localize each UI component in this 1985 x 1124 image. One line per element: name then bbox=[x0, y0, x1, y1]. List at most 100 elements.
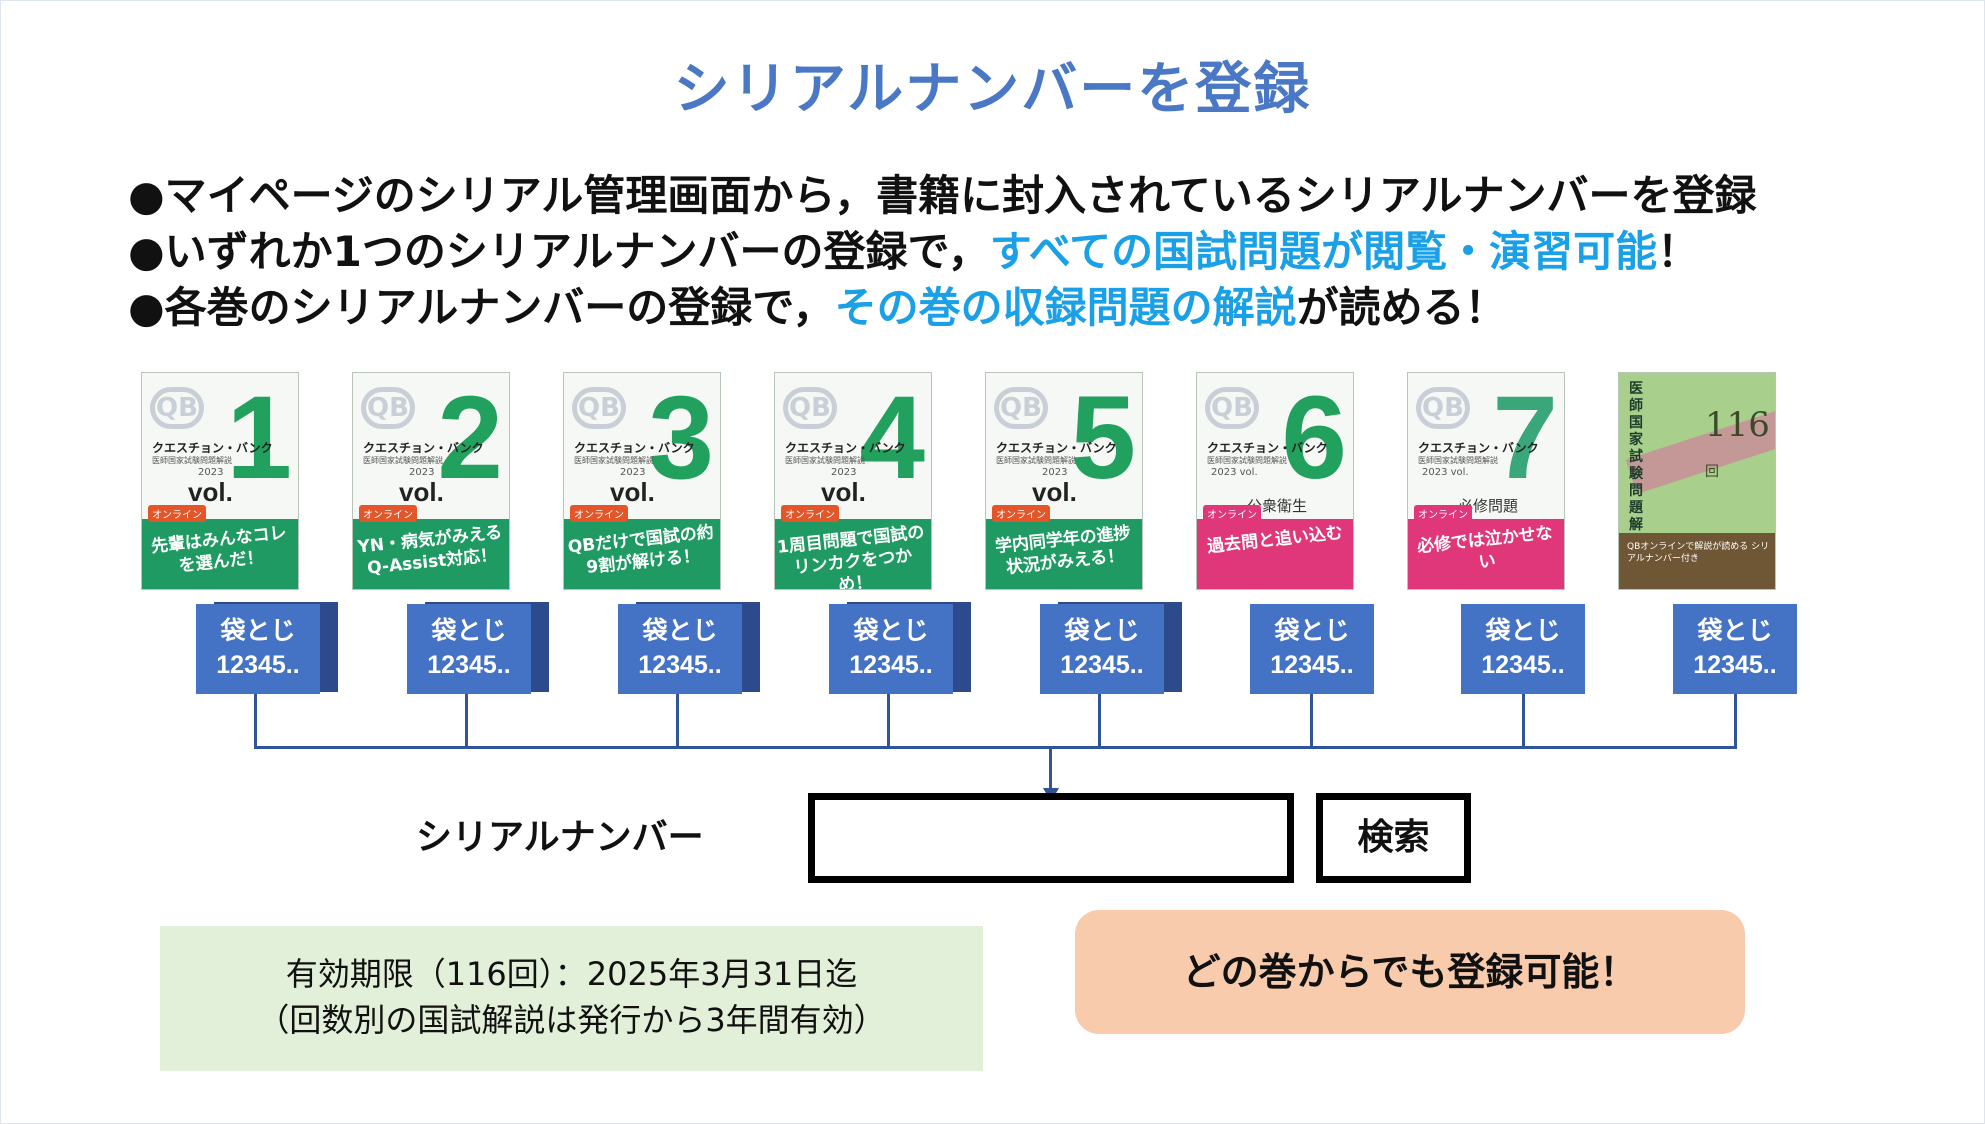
volume-topic: 必修問題 bbox=[1458, 497, 1519, 515]
book-cover-vol5: QB 5 クエスチョン・バンク 医師国家試験問題解説 2023 vol. オンラ… bbox=[985, 372, 1143, 590]
cover-band bbox=[1197, 519, 1353, 589]
edition-year: 2023 bbox=[1042, 467, 1068, 478]
book-cover-vol1: QB 1 クエスチョン・バンク 医師国家試験問題解説 2023 vol. オンラ… bbox=[141, 372, 299, 590]
bullet-list: ●マイページのシリアル管理画面から，書籍に封入されているシリアルナンバーを登録 … bbox=[128, 168, 1756, 336]
cover-band bbox=[353, 519, 509, 589]
qb-logo: QB bbox=[150, 387, 204, 429]
edition-year: 2023 vol. bbox=[1422, 467, 1469, 478]
series-subtitle: 医師国家試験問題解説 bbox=[1418, 456, 1498, 465]
book-cover-vol7: QB 7 クエスチョン・バンク 医師国家試験問題解説 2023 vol. 必修問… bbox=[1407, 372, 1565, 590]
series-name: クエスチョン・バンク bbox=[363, 441, 484, 455]
connector-line bbox=[1734, 694, 1737, 748]
cover-band bbox=[775, 519, 931, 589]
book-cover-kokushi: 医師国家試験問題解説 116回 QBオンラインで解説が読める シリアルナンバー付… bbox=[1618, 372, 1776, 590]
series-name: クエスチョン・バンク bbox=[1207, 441, 1328, 455]
connector-line bbox=[465, 694, 468, 748]
connector-line bbox=[1098, 694, 1101, 748]
book-cover-vol6: QB 6 クエスチョン・バンク 医師国家試験問題解説 2023 vol. 公衆衛… bbox=[1196, 372, 1354, 590]
series-name: クエスチョン・バンク bbox=[1418, 441, 1539, 455]
vol-label: vol. bbox=[399, 477, 444, 507]
vol-label: vol. bbox=[1032, 477, 1077, 507]
bullet-2-text: ●いずれか1つのシリアルナンバーの登録で， bbox=[128, 227, 990, 276]
qb-logo: QB bbox=[994, 387, 1048, 429]
bullet-3: ●各巻のシリアルナンバーの登録で，その巻の収録問題の解説が読める！ bbox=[128, 280, 1756, 336]
online-badge: オンライン bbox=[992, 505, 1050, 522]
connector-line bbox=[887, 694, 890, 748]
series-name: クエスチョン・バンク bbox=[785, 441, 906, 455]
bullet-1: ●マイページのシリアル管理画面から，書籍に封入されているシリアルナンバーを登録 bbox=[128, 171, 1757, 220]
volume-number: 1 bbox=[226, 372, 292, 504]
cover-band bbox=[142, 519, 298, 589]
cover-band bbox=[1408, 519, 1564, 589]
edition-year: 2023 bbox=[831, 467, 857, 478]
bullet-3-highlight: その巻の収録問題の解説 bbox=[834, 283, 1297, 332]
online-badge: オンライン bbox=[359, 505, 417, 522]
series-name: クエスチョン・バンク bbox=[996, 441, 1117, 455]
bullet-3-text: ●各巻のシリアルナンバーの登録で， bbox=[128, 283, 835, 332]
series-name: クエスチョン・バンク bbox=[152, 441, 273, 455]
series-subtitle: 医師国家試験問題解説 bbox=[785, 456, 865, 465]
qb-logo: QB bbox=[361, 387, 415, 429]
validity-line-2: （回数別の国試解説は発行から3年間有効） bbox=[257, 1001, 886, 1039]
bullet-2: ●いずれか1つのシリアルナンバーの登録で，すべての国試問題が閲覧・演習可能！ bbox=[128, 224, 1756, 280]
cover-band bbox=[564, 519, 720, 589]
connector-line bbox=[1522, 694, 1525, 748]
edition-year: 2023 bbox=[620, 467, 646, 478]
qb-logo: QB bbox=[1205, 387, 1259, 429]
bullet-2-end: ！ bbox=[1657, 227, 1700, 276]
connector-bus bbox=[254, 746, 1737, 749]
serial-number-label: シリアルナンバー bbox=[416, 817, 704, 858]
kokushi-number: 116回 bbox=[1705, 405, 1770, 480]
volume-number: 5 bbox=[1070, 372, 1136, 504]
page-title: シリアルナンバーを登録 bbox=[673, 57, 1312, 122]
connector-line bbox=[676, 694, 679, 748]
cover-band bbox=[986, 519, 1142, 589]
series-subtitle: 医師国家試験問題解説 bbox=[363, 456, 443, 465]
connector-drop bbox=[1049, 746, 1052, 790]
volume-number: 7 bbox=[1492, 372, 1558, 504]
edition-year: 2023 bbox=[198, 467, 224, 478]
online-badge: オンライン bbox=[148, 505, 206, 522]
edition-year: 2023 vol. bbox=[1211, 467, 1258, 478]
bullet-3-end: が読める！ bbox=[1296, 283, 1507, 332]
kokushi-footer: QBオンラインで解説が読める シリアルナンバー付き bbox=[1619, 533, 1775, 589]
online-badge: オンライン bbox=[570, 505, 628, 522]
validity-note: 有効期限（116回）：2025年3月31日迄 （回数別の国試解説は発行から3年間… bbox=[160, 926, 983, 1071]
bullet-2-highlight: すべての国試問題が閲覧・演習可能 bbox=[989, 227, 1658, 276]
vol-label: vol. bbox=[610, 477, 655, 507]
volume-number: 3 bbox=[648, 372, 714, 504]
book-cover-vol2: QB 2 クエスチョン・バンク 医師国家試験問題解説 2023 vol. オンラ… bbox=[352, 372, 510, 590]
volume-number: 2 bbox=[437, 372, 503, 504]
connector-line bbox=[1310, 694, 1313, 748]
online-badge: オンライン bbox=[781, 505, 839, 522]
volume-number: 6 bbox=[1281, 372, 1347, 504]
online-badge: オンライン bbox=[1203, 505, 1261, 522]
edition-year: 2023 bbox=[409, 467, 435, 478]
promo-callout: どの巻からでも登録可能！ bbox=[1075, 910, 1745, 1034]
book-cover-vol3: QB 3 クエスチョン・バンク 医師国家試験問題解説 2023 vol. オンラ… bbox=[563, 372, 721, 590]
kokushi-title: 医師国家試験問題解説 bbox=[1629, 381, 1643, 550]
book-cover-vol4: QB 4 クエスチョン・バンク 医師国家試験問題解説 2023 vol. オンラ… bbox=[774, 372, 932, 590]
qb-logo: QB bbox=[783, 387, 837, 429]
online-badge: オンライン bbox=[1414, 505, 1472, 522]
volume-topic: 公衆衛生 bbox=[1247, 497, 1308, 515]
search-button[interactable]: 検索 bbox=[1316, 793, 1471, 883]
vol-label: vol. bbox=[821, 477, 866, 507]
qb-logo: QB bbox=[1416, 387, 1470, 429]
vol-label: vol. bbox=[188, 477, 233, 507]
volume-number: 4 bbox=[859, 372, 925, 504]
serial-number-input[interactable] bbox=[808, 793, 1294, 883]
series-subtitle: 医師国家試験問題解説 bbox=[996, 456, 1076, 465]
series-subtitle: 医師国家試験問題解説 bbox=[152, 456, 232, 465]
series-subtitle: 医師国家試験問題解説 bbox=[1207, 456, 1287, 465]
connector-line bbox=[254, 694, 257, 748]
qb-logo: QB bbox=[572, 387, 626, 429]
